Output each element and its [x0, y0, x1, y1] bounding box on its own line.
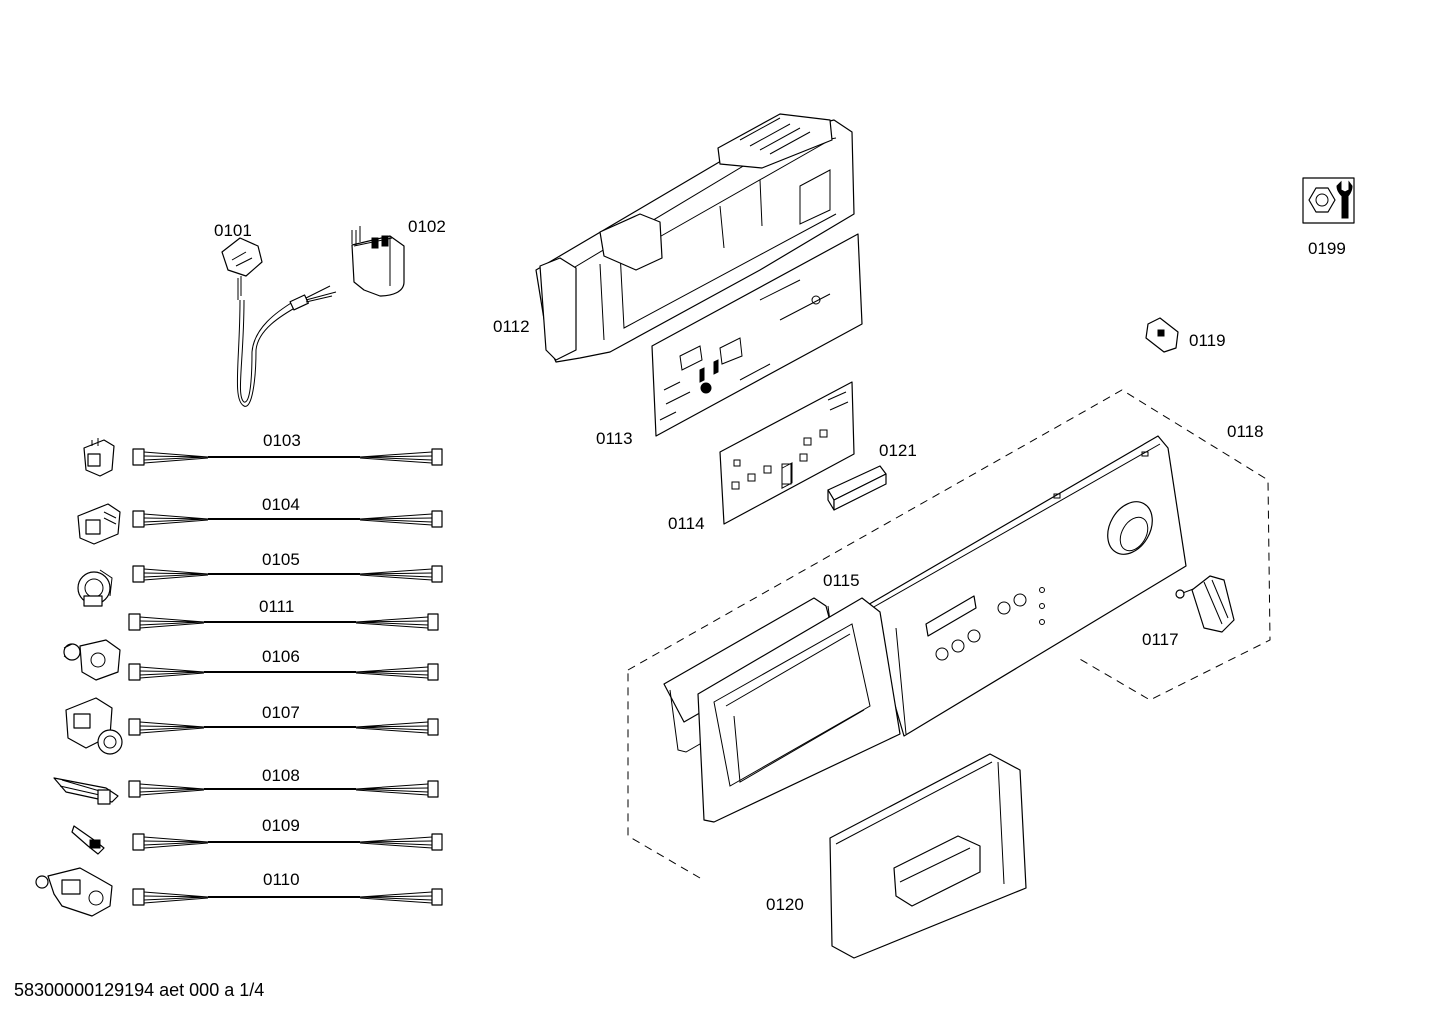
label-0104: 0104	[262, 495, 300, 514]
component-0104	[77, 503, 121, 545]
label-0121: 0121	[879, 441, 917, 460]
harness-0109	[132, 833, 443, 851]
light-guide-part-0121	[827, 465, 887, 511]
label-0111: 0111	[259, 597, 294, 616]
harness-0105	[132, 565, 443, 583]
harness-0103	[132, 448, 443, 466]
component-0107	[65, 697, 123, 755]
component-0106	[63, 639, 121, 681]
selector-knob-part-0117	[1175, 575, 1235, 633]
document-id: 58300000129194 aet 000 a 1/4	[14, 980, 265, 1000]
panel-buttons	[935, 587, 1045, 661]
component-0109	[71, 825, 105, 855]
label-0120: 0120	[766, 895, 804, 914]
module-housing-part-0112	[535, 113, 855, 363]
label-0101: 0101	[214, 221, 252, 240]
wire-harness-rows	[128, 448, 443, 906]
label-0107: 0107	[262, 703, 300, 722]
component-0110	[35, 867, 113, 917]
label-0112: 0112	[493, 317, 530, 336]
wrench-nut-icon	[1302, 177, 1355, 224]
label-0105: 0105	[262, 550, 300, 569]
label-0115: 0115	[823, 571, 860, 590]
label-0118: 0118	[1227, 422, 1264, 441]
label-0119: 0119	[1189, 331, 1226, 350]
harness-0104	[132, 510, 443, 528]
label-0106: 0106	[262, 647, 300, 666]
harness-components	[35, 438, 123, 917]
label-0117: 0117	[1142, 630, 1179, 649]
pcb-buttons	[731, 429, 828, 490]
component-0103	[83, 438, 115, 477]
part-labels: 0101 0102 0103 0104 0105 0111 0106 0107 …	[214, 217, 1346, 914]
main-pcb-part-0113	[651, 233, 863, 437]
label-0103: 0103	[263, 431, 301, 450]
harness-0107	[128, 718, 439, 736]
label-0108: 0108	[262, 766, 300, 785]
component-0108	[53, 777, 119, 805]
label-0113: 0113	[596, 429, 633, 448]
display-pcb-part-0114	[719, 381, 855, 525]
harness-0106	[128, 663, 439, 681]
harness-0110	[132, 888, 443, 906]
power-cord-part-0101	[221, 237, 337, 407]
control-panel-part-0118	[865, 435, 1187, 737]
drawer-handle-part-0120	[829, 753, 1027, 959]
label-0114: 0114	[668, 514, 705, 533]
label-0109: 0109	[262, 816, 300, 835]
interference-filter-part-0102	[351, 226, 405, 297]
bracket-part-0119	[1145, 317, 1179, 353]
component-0105	[77, 569, 113, 607]
label-0199: 0199	[1308, 239, 1346, 258]
label-0110: 0110	[263, 870, 300, 889]
harness-0108	[128, 780, 439, 798]
harness-0111	[128, 613, 439, 631]
dispenser-frame-part-0115	[663, 597, 901, 823]
label-0102: 0102	[408, 217, 446, 236]
